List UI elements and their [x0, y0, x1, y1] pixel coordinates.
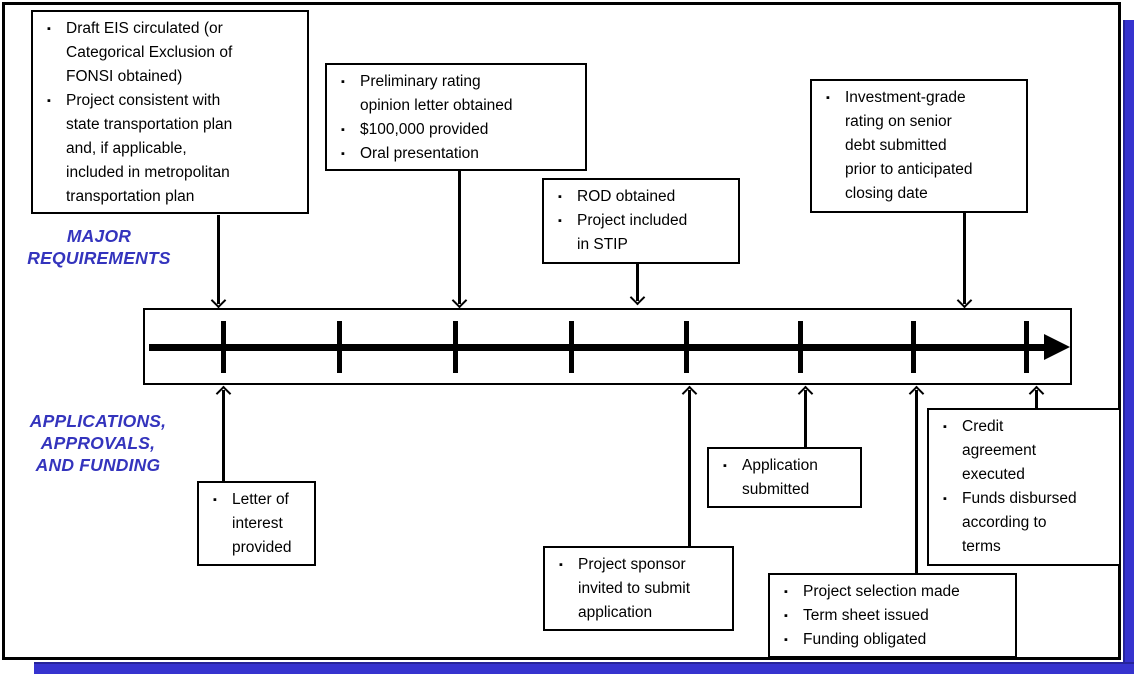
list-item: ▪ ROD obtained [558, 185, 734, 209]
item-text: Draft EIS circulated (or Categorical Exc… [66, 20, 233, 85]
list-item: ▪ Funds disbursed according to terms [943, 487, 1115, 559]
list-item: ▪ Project selection made [784, 580, 1011, 604]
list-item: ▪ Preliminary rating opinion letter obta… [341, 70, 581, 118]
box-project-sponsor-invited: ▪ Project sponsor invited to submit appl… [543, 546, 734, 631]
bullet-icon: ▪ [213, 494, 217, 506]
bullet-icon: ▪ [723, 460, 727, 472]
up-arrow [681, 385, 697, 546]
bullet-icon: ▪ [784, 610, 788, 622]
item-text: $100,000 provided [360, 121, 489, 138]
up-arrow [215, 385, 231, 481]
up-arrow [1028, 385, 1044, 408]
bullet-icon: ▪ [558, 191, 562, 203]
arrowhead-icon [956, 292, 972, 309]
item-text: Project consistent with state transporta… [66, 92, 233, 205]
box-preliminary-rating: ▪ Preliminary rating opinion letter obta… [325, 63, 587, 171]
arrowhead-icon [215, 385, 231, 402]
bullet-icon: ▪ [826, 92, 830, 104]
list-item: ▪ Funding obligated [784, 628, 1011, 652]
item-text: ROD obtained [577, 188, 676, 205]
up-arrow [908, 385, 924, 573]
list-item: ▪ Term sheet issued [784, 604, 1011, 628]
list-item: ▪ Oral presentation [341, 142, 581, 166]
slide-shadow-right [1123, 20, 1134, 674]
timeline-axis [149, 344, 1046, 351]
tick-mark [911, 321, 916, 373]
item-text: Project selection made [803, 583, 960, 600]
box-letter-of-interest: ▪ Letter of interest provided [197, 481, 316, 566]
arrowhead-icon [681, 385, 697, 402]
box-investment-grade-rating: ▪ Investment-grade rating on senior debt… [810, 79, 1028, 213]
tick-mark [1024, 321, 1029, 373]
arrow-shaft [962, 213, 966, 304]
tick-mark [221, 321, 226, 373]
down-arrow [210, 215, 226, 309]
list-item: ▪ Project consistent with state transpor… [47, 89, 303, 209]
timeline-arrowhead-icon [1044, 334, 1070, 360]
tick-mark [569, 321, 574, 373]
heading-applications-approvals: APPLICATIONS, APPROVALS, AND FUNDING [29, 411, 167, 475]
arrowhead-icon [210, 292, 226, 309]
arrow-shaft [635, 263, 639, 301]
bullet-icon: ▪ [558, 215, 562, 227]
list-item: ▪ Draft EIS circulated (or Categorical E… [47, 17, 303, 89]
bullet-icon: ▪ [341, 76, 345, 88]
box-credit-agreement: ▪ Credit agreement executed ▪ Funds disb… [927, 408, 1121, 566]
item-text: Credit agreement executed [962, 418, 1037, 483]
arrow-shaft [687, 390, 691, 546]
arrow-shaft [1034, 390, 1038, 408]
box-rod-stip: ▪ ROD obtained ▪ Project included in STI… [542, 178, 740, 264]
item-text: Letter of interest provided [232, 491, 292, 556]
tick-mark [684, 321, 689, 373]
item-text: Application submitted [742, 457, 818, 498]
heading-major-requirements: MAJOR REQUIREMENTS [27, 226, 171, 268]
bullet-icon: ▪ [559, 559, 563, 571]
item-text: Project included in STIP [577, 212, 688, 253]
list-item: ▪ Project sponsor invited to submit appl… [559, 553, 728, 625]
up-arrow [797, 385, 813, 447]
item-text: Term sheet issued [803, 607, 929, 624]
list-item: ▪ Investment-grade rating on senior debt… [826, 86, 1022, 206]
item-text: Oral presentation [360, 145, 479, 162]
arrow-shaft [803, 390, 807, 447]
bullet-icon: ▪ [784, 586, 788, 598]
box-environmental-review: ▪ Draft EIS circulated (or Categorical E… [31, 10, 309, 214]
item-text: Funding obligated [803, 631, 927, 648]
bullet-icon: ▪ [47, 95, 51, 107]
list-item: ▪ Credit agreement executed [943, 415, 1115, 487]
bullet-icon: ▪ [341, 124, 345, 136]
bullet-icon: ▪ [943, 493, 947, 505]
slide-shadow-bottom [34, 662, 1134, 674]
down-arrow [451, 171, 467, 309]
arrowhead-icon [908, 385, 924, 402]
box-project-selection: ▪ Project selection made ▪ Term sheet is… [768, 573, 1017, 658]
arrow-shaft [914, 390, 918, 573]
arrow-shaft [216, 215, 220, 304]
arrowhead-icon [1028, 385, 1044, 402]
item-text: Project sponsor invited to submit applic… [578, 556, 690, 621]
arrow-shaft [457, 171, 461, 304]
down-arrow [629, 263, 645, 306]
item-text: Funds disbursed according to terms [962, 490, 1077, 555]
arrowhead-icon [451, 292, 467, 309]
box-application-submitted: ▪ Application submitted [707, 447, 862, 508]
list-item: ▪ Project included in STIP [558, 209, 734, 257]
tick-mark [798, 321, 803, 373]
arrowhead-icon [629, 289, 645, 306]
item-text: Preliminary rating opinion letter obtain… [360, 73, 513, 114]
bullet-icon: ▪ [784, 634, 788, 646]
arrowhead-icon [797, 385, 813, 402]
bullet-icon: ▪ [943, 421, 947, 433]
tick-mark [453, 321, 458, 373]
item-text: Investment-grade rating on senior debt s… [845, 89, 973, 202]
bullet-icon: ▪ [47, 23, 51, 35]
list-item: ▪ Application submitted [723, 454, 856, 502]
list-item: ▪ $100,000 provided [341, 118, 581, 142]
arrow-shaft [221, 390, 225, 481]
list-item: ▪ Letter of interest provided [213, 488, 310, 560]
bullet-icon: ▪ [341, 148, 345, 160]
tick-mark [337, 321, 342, 373]
down-arrow [956, 213, 972, 309]
